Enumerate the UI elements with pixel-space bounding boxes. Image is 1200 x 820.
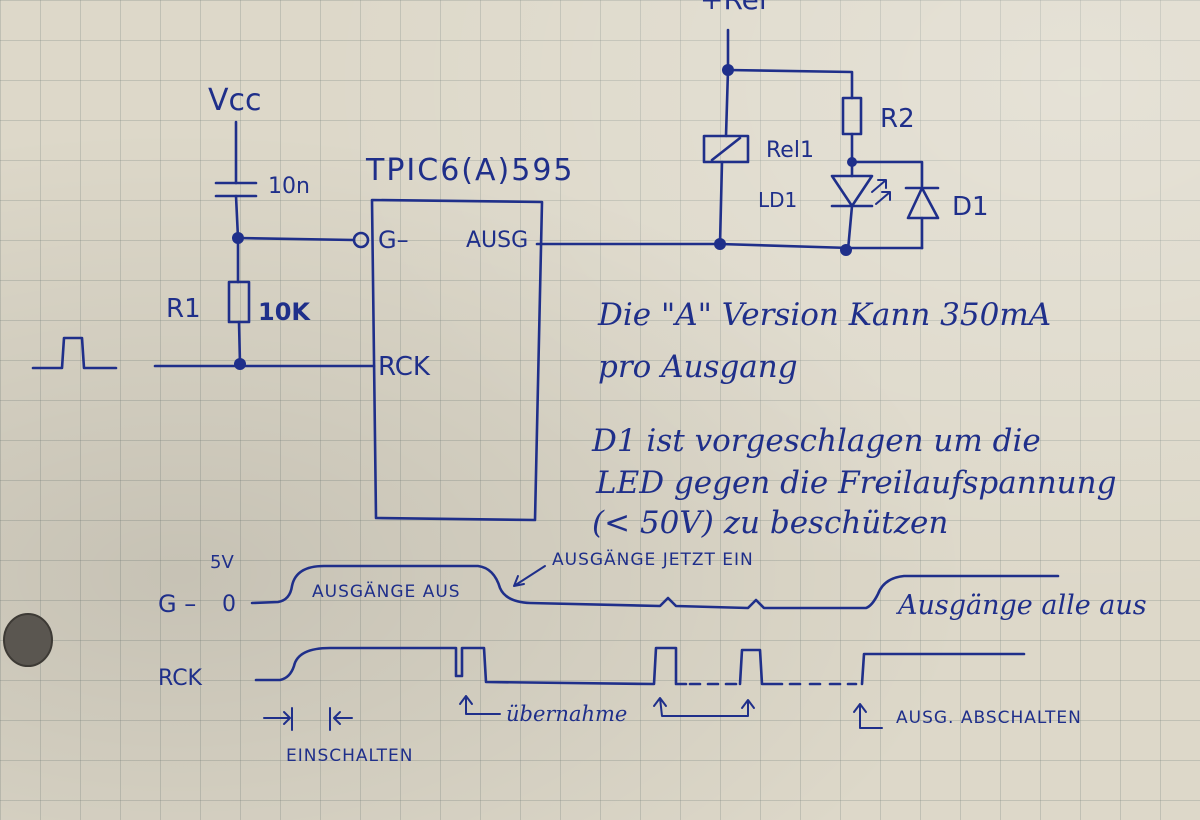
pin-ausg-label: AUSG xyxy=(466,228,529,253)
ausg-wire xyxy=(535,242,924,250)
note-line-4: LED gegen die Freilaufspannung xyxy=(596,465,1117,501)
label-ausgaenge-jetzt-ein: AUSGÄNGE JETZT EIN xyxy=(552,550,754,570)
pin-rck-label: RCK xyxy=(378,352,430,382)
junction-rck-node xyxy=(234,358,246,370)
label-einschalten: EINSCHALTEN xyxy=(286,746,414,766)
g-inversion-bubble xyxy=(352,231,370,249)
note-line-1: Die "A" Version Kann 350mA xyxy=(598,297,1052,333)
timing-g-trace xyxy=(250,564,1060,610)
label-ausgaenge-aus: AUSGÄNGE AUS xyxy=(312,582,461,602)
resistor-r2 xyxy=(841,96,863,136)
resistor-r1 xyxy=(227,280,251,324)
relay-label: Rel1 xyxy=(766,138,814,163)
label-ausg-abschalten: AUSG. ABSCHALTEN xyxy=(896,708,1082,728)
r1-to-rck-wire xyxy=(237,320,242,366)
uebernahme-arrow-2 xyxy=(653,697,755,717)
annotation-arrow-ein xyxy=(513,565,546,587)
label-uebernahme: übernahme xyxy=(506,702,628,726)
d1-top-wire xyxy=(850,160,924,188)
timing-rck-trace-3 xyxy=(860,652,1026,686)
relay-coil-slash xyxy=(710,136,742,162)
note-line-5: (< 50V) zu beschützen xyxy=(592,505,949,541)
uebernahme-arrow-1 xyxy=(459,695,501,715)
r2-label: R2 xyxy=(880,104,915,134)
led-bottom-wire xyxy=(846,204,854,252)
timing-rck-trace xyxy=(254,646,688,686)
led-label: LD1 xyxy=(758,188,798,212)
diode-label: D1 xyxy=(952,192,989,222)
led-ld1-arrows xyxy=(871,179,891,205)
capacitor-value-label: 10n xyxy=(268,174,310,199)
r1-value-label: 10K xyxy=(258,298,310,326)
abschalten-arrow xyxy=(853,703,883,729)
einschalten-marker xyxy=(263,707,353,731)
ic-name-label: TPIC6(A)595 xyxy=(366,153,575,188)
label-ausgaenge-alle-aus: Ausgänge alle aus xyxy=(898,590,1147,621)
junction-ausg-2 xyxy=(840,244,852,256)
relay-coil-rel1 xyxy=(702,134,750,164)
timing-rck-trace-2 xyxy=(738,648,784,686)
timing-rck-label: RCK xyxy=(158,666,202,691)
relay-to-ausg-wire xyxy=(718,160,724,246)
timing-g-label: G – xyxy=(158,590,197,618)
input-pulse xyxy=(31,336,118,370)
rel-top-wire xyxy=(726,68,854,100)
timing-level-0: 0 xyxy=(222,592,236,617)
timing-level-5v: 5V xyxy=(210,552,234,573)
r1-label: R1 xyxy=(166,294,201,324)
rel-supply-label: +Rel xyxy=(700,0,767,14)
note-line-3: D1 ist vorgeschlagen um die xyxy=(592,423,1041,459)
vcc-label: Vcc xyxy=(208,83,262,118)
ic-body xyxy=(370,198,544,522)
led-ld1-symbol xyxy=(830,174,874,208)
cap-to-node-wire xyxy=(234,194,240,240)
g-wire xyxy=(236,236,356,242)
relay-supply-wire xyxy=(724,68,730,138)
note-line-2: pro Ausgang xyxy=(598,349,798,385)
pin-g-label: G– xyxy=(378,226,409,254)
punch-hole xyxy=(3,613,53,667)
diode-d1-symbol xyxy=(906,186,940,220)
